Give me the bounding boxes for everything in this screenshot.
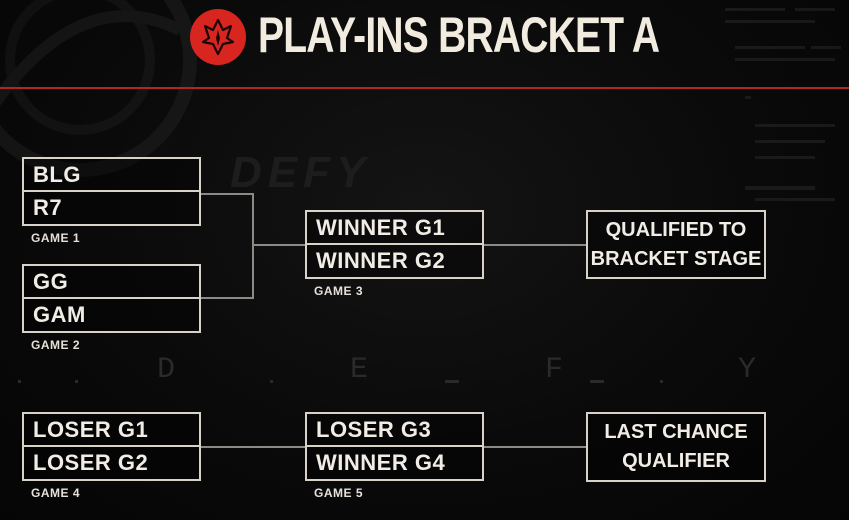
- background-swirl-icon: [0, 0, 197, 177]
- match-game-3: WINNER G1 WINNER G2: [305, 210, 484, 280]
- background-letter-f: F: [545, 353, 564, 387]
- match-game-5: LOSER G3 WINNER G4: [305, 412, 484, 482]
- match-game-2: GG GAM: [22, 264, 201, 334]
- team-slot: GAM: [22, 299, 201, 333]
- background-letter-y: Y: [738, 353, 757, 387]
- connector-g2: [200, 297, 254, 299]
- game-label: GAME 1: [31, 231, 81, 245]
- team-slot: LOSER G2: [22, 447, 201, 481]
- connector-g4-to-g5: [200, 446, 306, 448]
- team-slot: BLG: [22, 157, 201, 192]
- outcome-last-chance-box: LAST CHANCE QUALIFIER: [586, 412, 766, 482]
- team-slot: R7: [22, 192, 201, 226]
- background-code-texture: [725, 8, 841, 201]
- game-label: GAME 2: [31, 338, 81, 352]
- game-label: GAME 4: [31, 486, 81, 500]
- connector-g3-to-qualified: [483, 244, 587, 246]
- outcome-qualified-box: QUALIFIED TO BRACKET STAGE: [586, 210, 766, 279]
- connector-vertical-left: [252, 193, 254, 299]
- team-slot: LOSER G3: [305, 412, 484, 447]
- connector-to-g3: [254, 244, 306, 246]
- background-watermark: DEFY: [230, 148, 372, 197]
- outcome-last-chance-line2: QUALIFIER: [622, 450, 730, 472]
- header: PLAY-INS BRACKET A: [0, 0, 849, 90]
- background-letter-d: D: [157, 353, 176, 387]
- team-slot: LOSER G1: [22, 412, 201, 447]
- team-slot: GG: [22, 264, 201, 299]
- outcome-qualified-line2: BRACKET STAGE: [590, 247, 762, 270]
- match-game-1: BLG R7: [22, 157, 201, 227]
- team-slot: WINNER G2: [305, 245, 484, 279]
- msi-logo-icon: [190, 9, 246, 65]
- game-label: GAME 5: [314, 486, 364, 500]
- match-game-4: LOSER G1 LOSER G2: [22, 412, 201, 482]
- game-label: GAME 3: [314, 284, 364, 298]
- outcome-qualified-line1: QUALIFIED TO: [605, 218, 747, 241]
- connector-g1: [200, 193, 254, 195]
- page-title: PLAY-INS BRACKET A: [258, 7, 660, 63]
- outcome-last-chance-line1: LAST CHANCE: [604, 421, 748, 443]
- team-slot: WINNER G1: [305, 210, 484, 245]
- background-dot-row: [18, 380, 663, 383]
- background-letter-e: E: [350, 353, 369, 387]
- team-slot: WINNER G4: [305, 447, 484, 481]
- header-divider: [0, 87, 849, 89]
- connector-g5-to-lcq: [483, 446, 587, 448]
